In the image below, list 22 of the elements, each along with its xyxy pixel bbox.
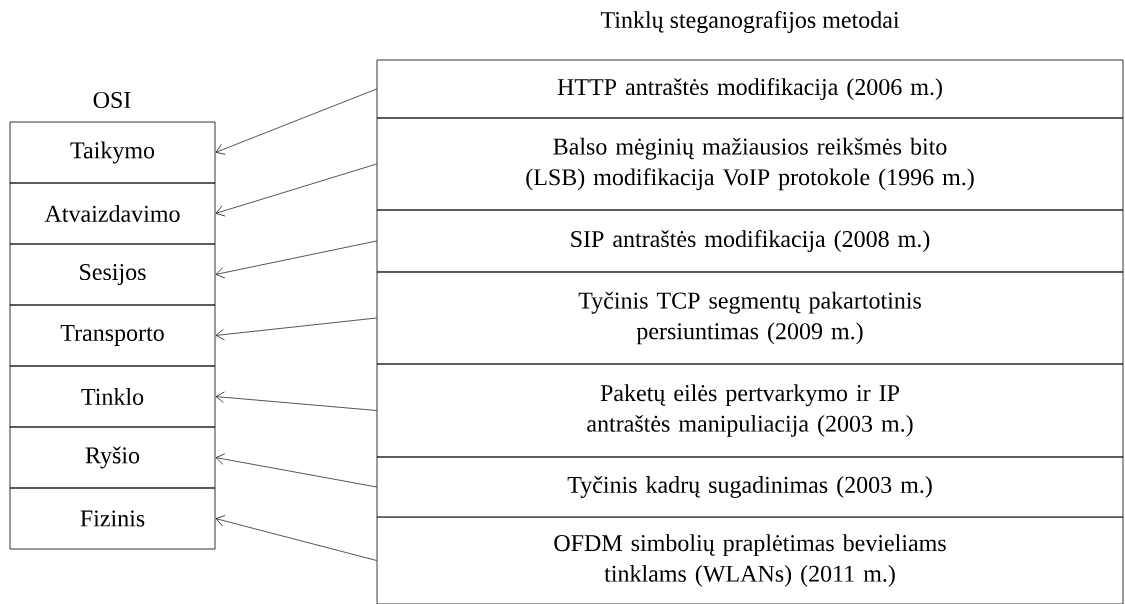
osi-layer-box: Atvaizdavimo [9,182,216,245]
method-box: OFDM simbolių praplėtimas bevieliams tinklams (WLANs) (2011 m.) [376,516,1124,604]
arrow [215,88,377,155]
arrow [215,240,377,279]
method-box: Paketų eilės pertvarkymo ir IP antraštės manipuliacija (2003 m.) [376,363,1124,458]
method-box: HTTP antraštės modifikacija (2006 m.) [376,59,1124,119]
arrow [215,391,377,411]
osi-layer-box: Tinklo [9,365,216,428]
method-box: Tyčinis kadrų sugadinimas (2003 m.) [376,456,1124,518]
osi-layer-box: Fizinis [9,487,216,550]
arrow [215,515,377,561]
arrow [215,317,377,341]
arrow [215,163,377,217]
method-box: Balso mėginių mažiausios reikšmės bito (LSB) modifikacija VoIP protokole (1996 m.) [376,117,1124,211]
arrow [215,453,377,488]
osi-layer-box: Transporto [9,304,216,367]
column-heading: Tinklų steganografijos metodai [600,10,900,34]
method-box: Tyčinis TCP segmentų pakartotinis persiuntimas (2009 m.) [376,271,1124,365]
osi-layer-box: Sesijos [9,243,216,306]
osi-layer-box: Taikymo [9,121,216,184]
osi-layer-box: Ryšio [9,426,216,489]
method-box: SIP antraštės modifikacija (2008 m.) [376,209,1124,273]
